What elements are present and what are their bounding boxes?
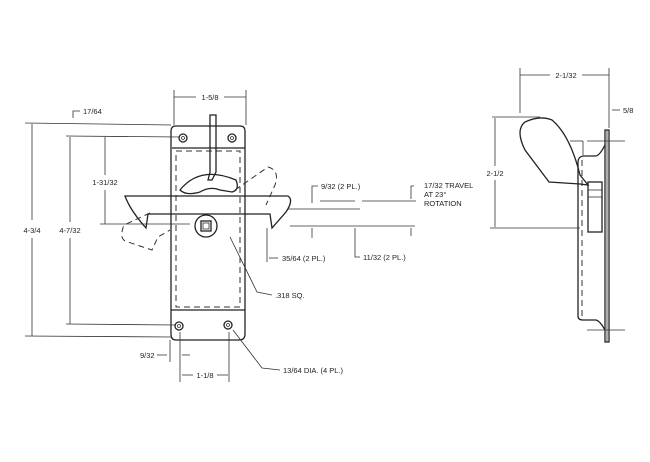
dim-flange-depth: 5/8 [623,106,633,115]
dim-hole-diameter: 13/64 DIA. (4 PL.) [283,366,344,375]
side-dimensions: 2-1/32 5/8 2-1/2 [486,68,633,229]
travel-note-line-1: 17/32 TRAVEL [424,181,473,190]
travel-note-line-2: AT 23° [424,190,446,199]
hidden-housing-outline [175,150,241,308]
dim-shaft-to-hole: 1-31/32 [92,178,117,187]
shaft-hub [194,214,218,238]
shaft-square [200,220,212,232]
dim-shaft-square: .318 SQ. [275,291,305,300]
dim-overall-height: 4-3/4 [23,226,40,235]
rotated-bolt-outline [234,166,277,206]
dim-hole-spacing-width: 1-1/8 [196,371,213,380]
front-dimensions: 1-5/8 4-3/4 4-7/32 1-31/32 17/64 9/32 1-… [23,90,473,382]
side-flange [604,129,610,343]
mounting-hole [174,321,184,331]
mounting-hole [178,133,188,143]
dim-bolt-depth: 11/32 (2 PL.) [363,253,406,262]
travel-note-line-3: ROTATION [424,199,462,208]
dim-hole-offset-top: 17/64 [83,107,102,116]
dim-hole-spacing-height: 4-7/32 [59,226,80,235]
latch-bolt [124,195,292,230]
side-shaft-block [587,181,603,233]
dim-bolt-extension: 35/64 (2 PL.) [282,254,326,263]
side-handle [519,117,590,186]
mounting-hole [227,133,237,143]
dim-width: 1-5/8 [201,93,218,102]
rotated-bolt-outline [121,212,171,251]
dim-overall-depth: 2-1/32 [555,71,576,80]
dim-hole-offset-side: 9/32 [140,351,155,360]
cam-slot [179,173,238,195]
dim-handle-height: 2-1/2 [486,169,503,178]
side-housing [577,144,606,331]
mounting-hole [223,320,233,330]
handle-stem [207,114,217,181]
mounting-plate [170,125,246,341]
side-view [519,117,625,343]
dim-bolt-tip: 9/32 (2 PL.) [321,182,361,191]
front-view [121,114,292,341]
